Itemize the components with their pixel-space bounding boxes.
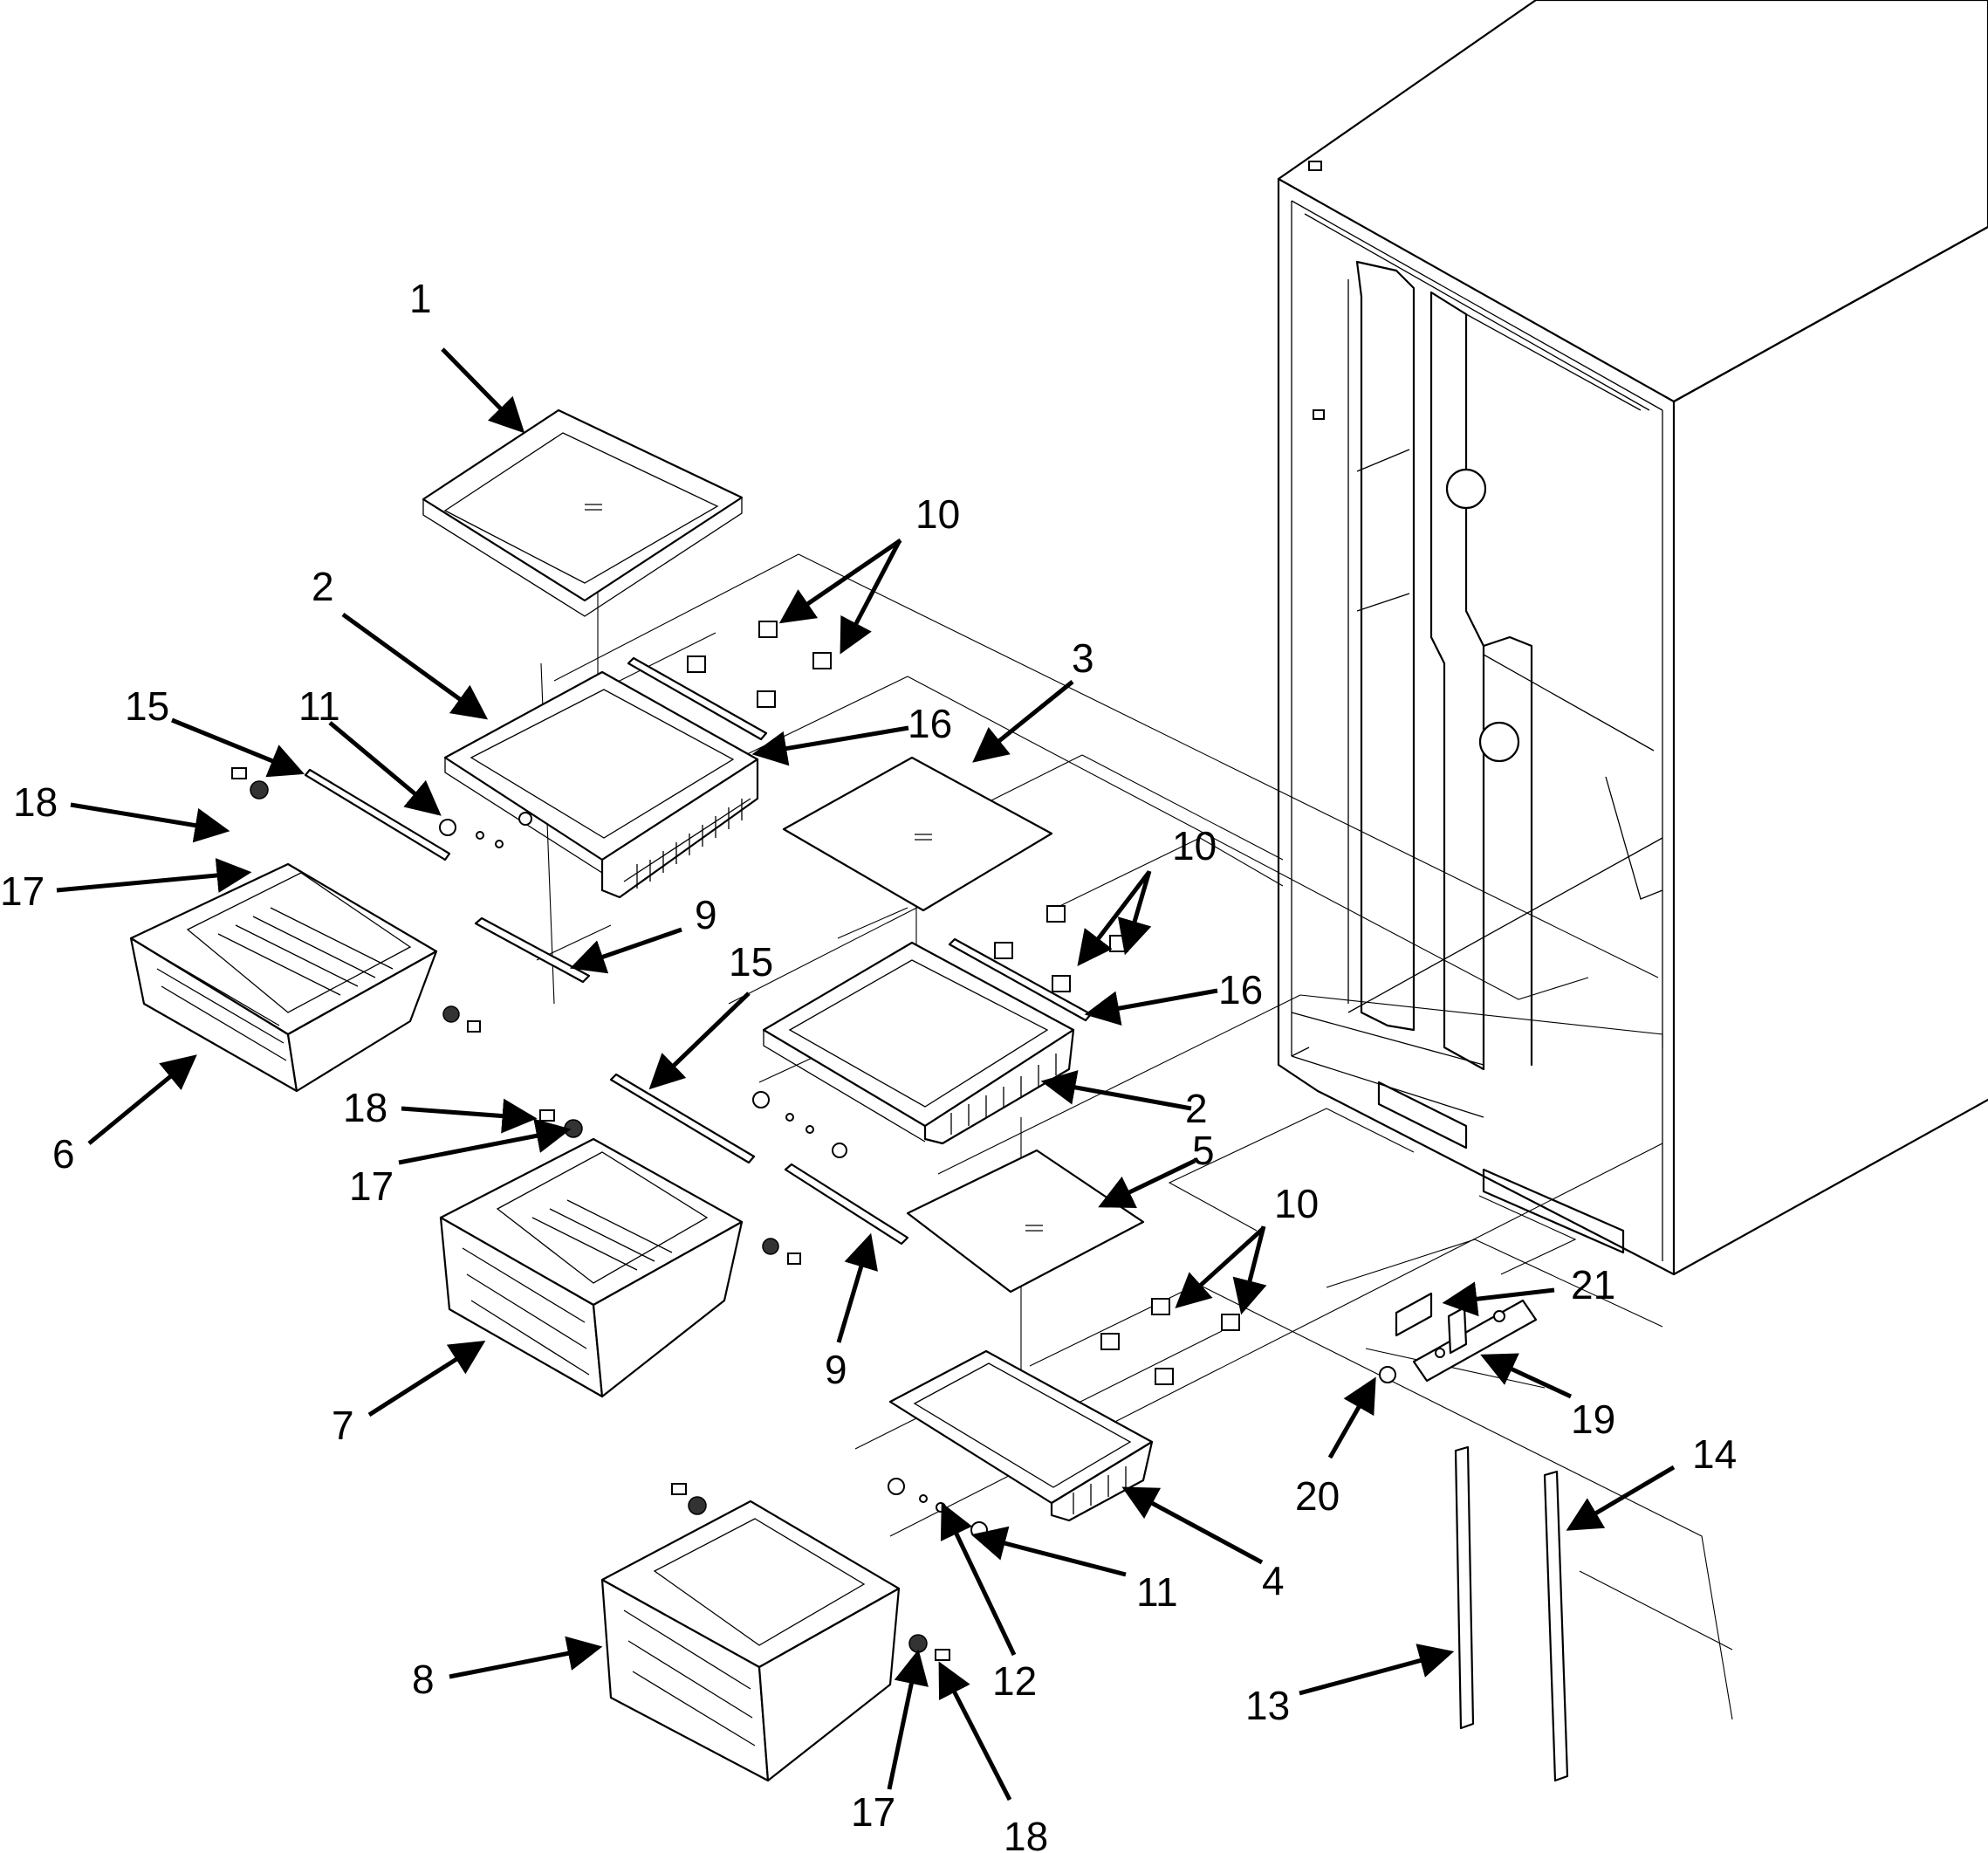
callout-20: 20 — [1295, 1473, 1340, 1519]
callout-17-lower: 17 — [851, 1789, 895, 1835]
refrigerator-cabinet — [1277, 0, 1988, 1276]
callout-13: 13 — [1245, 1683, 1290, 1728]
part-9-bracket-lower — [784, 1163, 909, 1246]
callout-10-lower: 10 — [1274, 1181, 1319, 1226]
callout-15-lower: 15 — [729, 939, 773, 985]
callout-2-upper: 2 — [312, 564, 334, 609]
part-17-18-wheels — [231, 767, 950, 1661]
callout-labels: 1 2 2 3 4 5 6 7 8 9 9 10 10 10 11 11 12 … — [0, 276, 1737, 1853]
callout-15-upper: 15 — [125, 683, 169, 729]
part-8-crisper-drawer — [600, 1500, 901, 1782]
callout-11-upper: 11 — [298, 683, 340, 729]
part-13-trim-strip — [1454, 1445, 1475, 1730]
alignment-guides — [488, 489, 1733, 1720]
part-11-roller-upper — [439, 812, 532, 848]
part-19-20-21-hinge — [1379, 1292, 1538, 1383]
callout-2-lower: 2 — [1185, 1086, 1208, 1131]
callout-16-lower: 16 — [1218, 967, 1263, 1012]
part-2-crisper-frame-lower — [762, 941, 1075, 1145]
callout-9-lower: 9 — [825, 1347, 847, 1392]
callout-10-middle: 10 — [1172, 823, 1217, 868]
part-6-crisper-drawer — [129, 862, 438, 1093]
callout-18-upper: 18 — [13, 779, 58, 825]
callout-6: 6 — [52, 1131, 75, 1177]
callout-1: 1 — [409, 276, 432, 321]
callout-17-upper: 17 — [0, 868, 45, 914]
callout-11-lower: 11 — [1136, 1569, 1178, 1615]
callout-21: 21 — [1571, 1262, 1615, 1307]
part-10-clips — [687, 621, 1240, 1385]
part-1-glass-shelf — [422, 408, 744, 617]
callout-arrows — [56, 347, 1676, 1802]
callout-10-upper: 10 — [915, 491, 960, 537]
callout-18-lower: 18 — [1004, 1814, 1048, 1853]
callout-17-middle: 17 — [349, 1163, 394, 1209]
callout-19: 19 — [1571, 1397, 1615, 1442]
part-7-crisper-drawer — [439, 1137, 744, 1398]
part-3-glass-insert — [782, 756, 1053, 912]
part-5-glass-insert — [906, 1149, 1145, 1294]
part-11-roller-middle — [752, 1091, 847, 1158]
part-15-rail-lower — [609, 1073, 756, 1164]
part-9-bracket-upper — [474, 916, 591, 984]
callout-7: 7 — [332, 1403, 354, 1448]
callout-8: 8 — [412, 1657, 435, 1702]
callout-16-upper: 16 — [908, 701, 952, 746]
callout-5: 5 — [1192, 1128, 1215, 1173]
callout-3: 3 — [1072, 635, 1094, 681]
part-4-crisper-frame-bottom — [888, 1349, 1154, 1522]
callout-18-middle: 18 — [343, 1085, 387, 1130]
callout-4: 4 — [1262, 1558, 1285, 1603]
part-14-trim-strip — [1543, 1470, 1569, 1782]
callout-14: 14 — [1692, 1431, 1737, 1477]
callout-12: 12 — [992, 1658, 1037, 1704]
part-15-rail-upper — [304, 768, 451, 861]
callout-9-upper: 9 — [695, 892, 717, 937]
